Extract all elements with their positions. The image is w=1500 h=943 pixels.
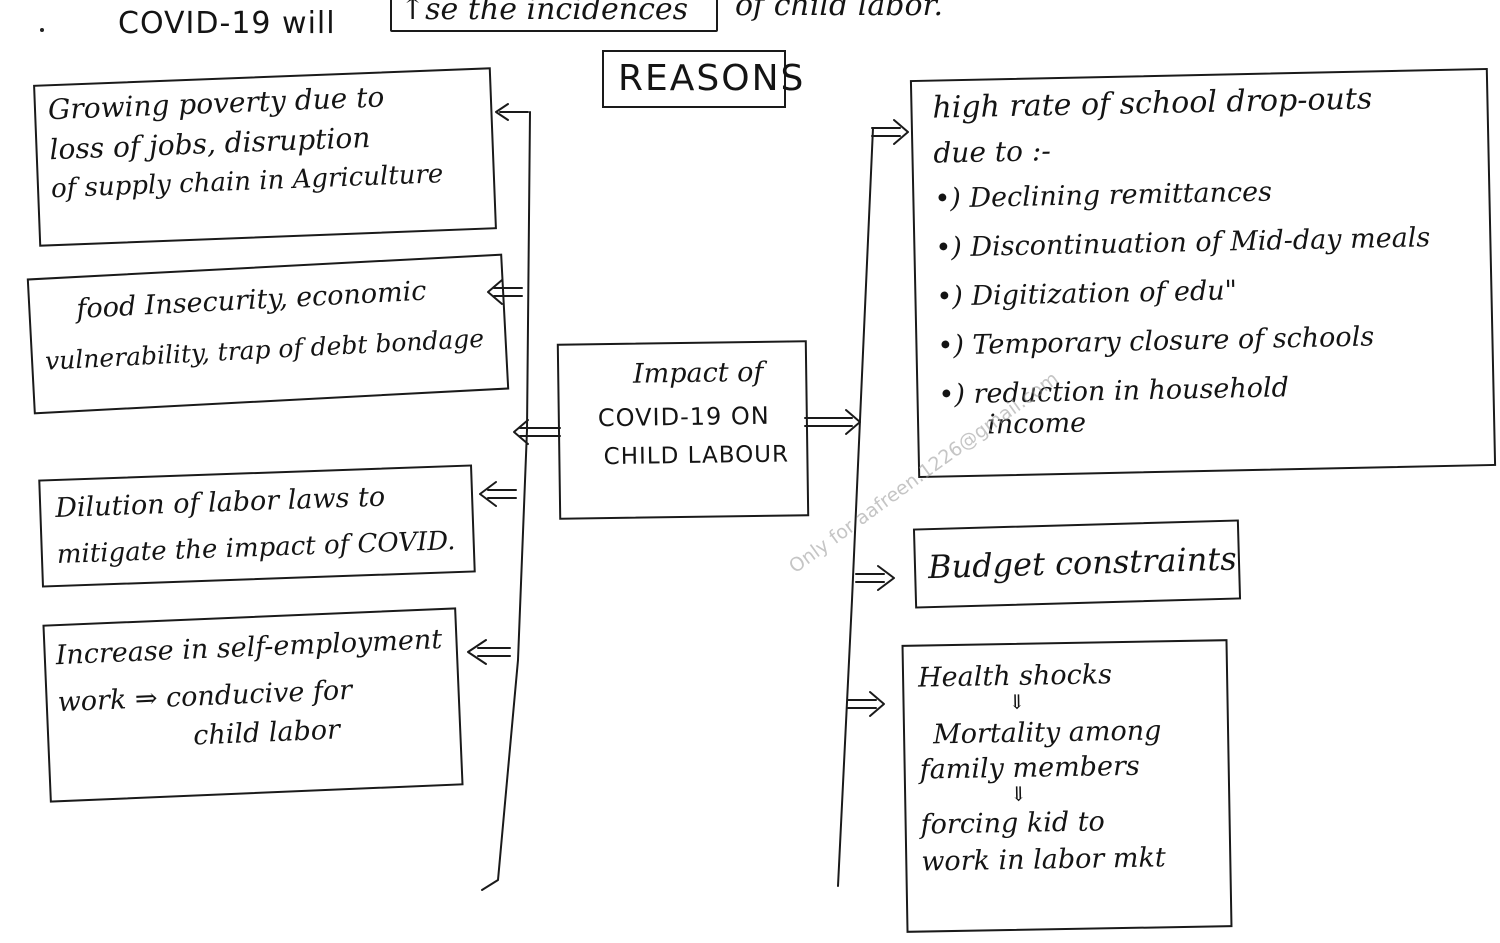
title-suffix: of child labor. [735,0,944,23]
left-box-4-line-1: Increase in self-employment [55,624,443,672]
left-box-1-line-2: loss of jobs, disruption [48,120,371,167]
right-box-budget: Budget constraints [912,519,1242,609]
right-box-1-line-2: due to :- [933,134,1052,170]
right-box-3-line-2: Mortality among [932,715,1162,751]
reasons-label-box: REASONS [602,50,803,108]
ink-dot [40,28,44,32]
left-box-2-line-2: vulnerability, trap of debt bondage [44,323,485,376]
right-box-3-arrow-2: ⇓ [1009,781,1028,806]
right-box-1-line-4: •) Discontinuation of Mid-day meals [935,222,1431,264]
left-box-4-line-3: child labor [192,714,341,752]
right-box-1-line-5: •) Digitization of edu" [936,275,1238,313]
title-boxed-text: ↑se the incidences [400,0,689,27]
right-box-3-line-5: work in labor mkt [921,842,1166,878]
title-prefix: COVID-19 will [118,6,336,41]
left-box-1-line-1: Growing poverty due to [47,80,385,127]
left-box-2-line-1: food Insecurity, economic [75,275,428,325]
left-box-food-insecurity: food Insecurity, economic vulnerability,… [26,253,510,415]
right-box-3-arrow-1: ⇓ [1008,689,1026,715]
right-box-2-line-1: Budget constraints [927,539,1238,587]
center-line-1: Impact of [632,356,764,390]
title-boxed-phrase: ↑se the incidences [390,0,718,32]
left-box-3-line-1: Dilution of labor laws to [54,481,386,525]
reasons-label: REASONS [618,58,806,99]
left-box-1-line-3: of supply chain in Agriculture [50,159,444,205]
left-box-self-employment: Increase in self-employment work ⇒ condu… [42,607,464,803]
right-box-3-line-4: forcing kid to [920,806,1106,841]
right-box-health-shocks: Health shocks ⇓ Mortality among family m… [901,639,1233,933]
center-line-3: CHILD LABOUR [603,441,790,471]
right-box-1-line-6: •) Temporary closure of schools [937,321,1375,362]
center-line-2: COVID-19 ON [597,401,770,433]
right-box-1-line-3: •) Declining remittances [934,176,1273,215]
right-box-1-line-1: high rate of school drop-outs [932,81,1373,126]
left-box-poverty: Growing poverty due to loss of jobs, dis… [33,67,497,247]
left-box-4-line-2: work ⇒ conducive for [57,674,353,719]
right-box-3-line-1: Health shocks [917,659,1113,694]
center-topic-box: Impact of COVID-19 ON CHILD LABOUR [556,340,810,520]
left-box-3-line-2: mitigate the impact of COVID. [56,526,456,570]
left-box-labor-laws: Dilution of labor laws to mitigate the i… [38,464,476,588]
right-box-3-line-3: family members [919,750,1140,786]
